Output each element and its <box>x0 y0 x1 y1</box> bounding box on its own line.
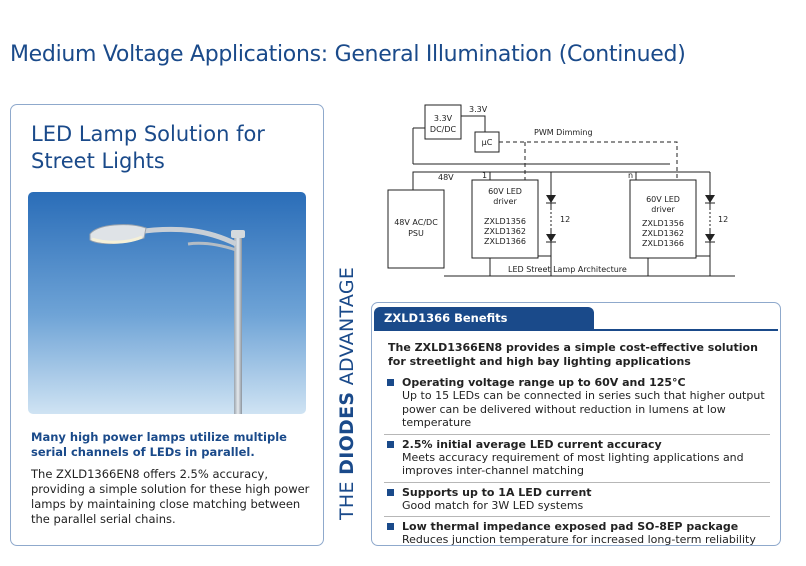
led-street-lamp-diagram: 3.3V DC/DC 3.3V µC PWM Dimming 48V 48V A… <box>387 104 735 277</box>
brand-suffix: ADVANTAGE <box>336 266 358 392</box>
page-title: Medium Voltage Applications: General Ill… <box>10 42 686 67</box>
benefit-list: Operating voltage range up to 60V and 12… <box>384 376 770 554</box>
driver-2-line1: 60V LED <box>646 195 680 204</box>
led-1-top-icon <box>546 195 556 203</box>
driver-2-part3: ZXLD1366 <box>642 239 684 248</box>
benefit-desc: Good match for 3W LED systems <box>402 498 584 512</box>
benefits-tab: ZXLD1366 Benefits <box>374 307 594 329</box>
bold-caption: Many high power lamps utilize multiple s… <box>31 430 287 459</box>
pwm-label: PWM Dimming <box>534 128 593 137</box>
diodes-advantage-label: THE DIODES ADVANTAGE <box>336 267 358 520</box>
street-lamp-image <box>28 192 306 414</box>
benefit-desc: Meets accuracy requirement of most light… <box>402 450 744 478</box>
driver-2-line2: driver <box>651 205 675 214</box>
channel-n-label: n <box>628 171 633 180</box>
benefit-item: Operating voltage range up to 60V and 12… <box>384 376 770 435</box>
dcdc-label-1: 3.3V <box>434 114 453 123</box>
driver-1-line2: driver <box>493 197 517 206</box>
dcdc-label-2: DC/DC <box>430 125 457 134</box>
led-count-1: 12 <box>560 215 570 224</box>
benefit-title: 2.5% initial average LED current accurac… <box>402 437 662 451</box>
psu-box <box>387 189 445 269</box>
benefit-desc: Up to 15 LEDs can be connected in series… <box>402 389 765 429</box>
brand-prefix: THE <box>336 474 358 520</box>
psu-label-1: 48V AC/DC <box>394 218 438 227</box>
benefits-panel: ZXLD1366 Benefits The ZXLD1366EN8 provid… <box>371 302 781 546</box>
benefit-title: Operating voltage range up to 60V and 12… <box>402 376 686 389</box>
benefit-item: Low thermal impedance exposed pad SO-8EP… <box>384 520 770 551</box>
street-lamp-photo <box>28 192 306 414</box>
led-1-bottom-icon <box>546 234 556 242</box>
panel-heading: LED Lamp Solution for Street Lights <box>31 122 265 173</box>
channel-1-label: 1 <box>482 171 487 180</box>
driver-1-box <box>471 179 539 259</box>
square-bullet-icon <box>387 488 394 496</box>
diagram-caption: LED Street Lamp Architecture <box>508 265 627 274</box>
rail-label: 3.3V <box>469 105 488 114</box>
square-bullet-icon <box>387 379 394 386</box>
benefit-title: Low thermal impedance exposed pad SO-8EP… <box>402 520 739 533</box>
driver-1-part3: ZXLD1366 <box>484 237 526 246</box>
benefit-item: Supports up to 1A LED current Good match… <box>384 485 770 517</box>
body-text: The ZXLD1366EN8 offers 2.5% accuracy, pr… <box>31 467 310 526</box>
benefit-desc: Reduces junction temperature for increas… <box>402 533 756 546</box>
street-light-panel: LED Lamp Solution for Street Lights <box>10 104 324 546</box>
psu-label-2: PSU <box>408 229 424 238</box>
driver-2-box <box>629 179 697 259</box>
driver-1-line1: 60V LED <box>488 187 522 196</box>
driver-1-part1: ZXLD1356 <box>484 217 526 226</box>
dcdc-box <box>424 104 462 140</box>
led-2-bottom-icon <box>705 234 715 242</box>
driver-1-part2: ZXLD1362 <box>484 227 526 236</box>
square-bullet-icon <box>387 523 394 530</box>
driver-2-part1: ZXLD1356 <box>642 219 684 228</box>
led-count-2: 12 <box>718 215 728 224</box>
brand-name: DIODES <box>336 391 358 475</box>
benefits-intro: The ZXLD1366EN8 provides a simple cost-e… <box>388 341 758 368</box>
benefits-tab-rule <box>374 329 778 331</box>
uc-label: µC <box>482 138 493 147</box>
square-bullet-icon <box>387 440 394 448</box>
benefit-item: 2.5% initial average LED current accurac… <box>384 438 770 483</box>
driver-2-part2: ZXLD1362 <box>642 229 684 238</box>
benefit-title: Supports up to 1A LED current <box>402 485 592 499</box>
v48-label: 48V <box>438 173 454 182</box>
led-2-top-icon <box>705 195 715 203</box>
